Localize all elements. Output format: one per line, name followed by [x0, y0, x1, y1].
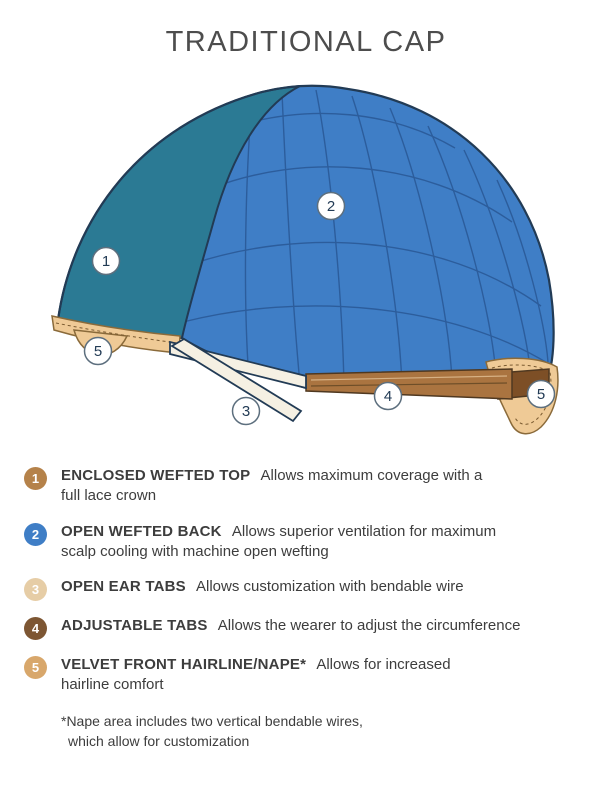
callout-4: 4: [373, 381, 403, 411]
callout-2-number: 2: [327, 198, 335, 215]
legend: 1 ENCLOSED WEFTED TOP Allows maximum cov…: [0, 466, 612, 751]
strap-stitch-light: [310, 375, 508, 381]
legend-number-badge-2: 2: [24, 522, 47, 546]
diagram-callouts: 1 2 3 4 5 5: [83, 191, 556, 426]
callout-1: 1: [91, 246, 121, 276]
weft-grid-lines: [182, 89, 550, 387]
callout-4-number: 4: [384, 388, 392, 405]
legend-description-4: Allows the wearer to adjust the circumfe…: [217, 617, 521, 634]
legend-text-4: ADJUSTABLE TABS Allows the wearer to adj…: [61, 616, 520, 636]
legend-item-velvet-front-hairline: 5 VELVET FRONT HAIRLINE/NAPE* Allows for…: [24, 655, 594, 696]
legend-description-5-cont: hairline comfort: [61, 676, 164, 694]
legend-description-2: Allows superior ventilation for maximum: [231, 522, 497, 540]
legend-label-4: ADJUSTABLE TABS: [61, 617, 208, 634]
page-title: TRADITIONAL CAP: [165, 26, 447, 58]
legend-item-adjustable-tabs: 4 ADJUSTABLE TABS Allows the wearer to a…: [24, 616, 594, 640]
legend-text-2: OPEN WEFTED BACK Allows superior ventila…: [61, 522, 496, 563]
legend-number-badge-5: 5: [24, 656, 47, 679]
legend-number-4: 4: [31, 621, 40, 636]
callout-2: 2: [316, 191, 346, 221]
legend-number-5: 5: [31, 660, 40, 675]
legend-text-1: ENCLOSED WEFTED TOP Allows maximum cover…: [61, 466, 482, 507]
legend-item-open-wefted-back: 2 OPEN WEFTED BACK Allows superior venti…: [24, 522, 594, 563]
legend-label-2: OPEN WEFTED BACK: [61, 522, 222, 540]
legend-text-3: OPEN EAR TABS Allows customization with …: [61, 577, 464, 597]
velvet-front-stitching: [55, 322, 178, 344]
footnote-line-1: *Nape area includes two vertical bendabl…: [61, 712, 363, 729]
footnote-line-2: which allow for customization: [68, 732, 250, 749]
legend-number-badge-4: 4: [24, 617, 47, 640]
legend-label-5: VELVET FRONT HAIRLINE/NAPE*: [61, 656, 307, 673]
callout-5-left-number: 5: [94, 343, 102, 360]
legend-item-open-ear-tabs: 3 OPEN EAR TABS Allows customization wit…: [24, 577, 594, 601]
legend-description-3: Allows customization with bendable wire: [196, 578, 464, 595]
legend-label-1: ENCLOSED WEFTED TOP: [61, 467, 251, 484]
callout-5-right: 5: [526, 379, 556, 409]
legend-text-5: VELVET FRONT HAIRLINE/NAPE* Allows for i…: [61, 655, 451, 696]
legend-number-1: 1: [31, 471, 40, 486]
callout-3-number: 3: [242, 403, 250, 420]
callout-5-right-number: 5: [537, 386, 545, 403]
legend-number-badge-3: 3: [24, 578, 47, 601]
wig-cap-diagram: 1 2 3 4 5 5: [51, 84, 559, 435]
strap-stitch-dark: [310, 382, 508, 387]
legend-description-5: Allows for increased: [316, 656, 451, 673]
footnote: *Nape area includes two vertical bendabl…: [61, 711, 594, 752]
callout-3: 3: [231, 396, 261, 426]
legend-number-badge-1: 1: [24, 467, 47, 490]
legend-description-1: Allows maximum coverage with a: [260, 467, 483, 484]
legend-label-3: OPEN EAR TABS: [61, 578, 186, 595]
callout-5-left: 5: [83, 336, 113, 366]
legend-description-2-cont: scalp cooling with machine open wefting: [61, 542, 329, 560]
legend-number-3: 3: [31, 582, 40, 597]
ear-tab-lower: [170, 337, 303, 423]
legend-number-2: 2: [31, 526, 40, 542]
legend-item-enclosed-wefted-top: 1 ENCLOSED WEFTED TOP Allows maximum cov…: [24, 466, 594, 507]
wig-cap-illustration: [51, 84, 559, 435]
legend-description-1-cont: full lace crown: [61, 487, 157, 505]
callout-1-number: 1: [102, 253, 110, 270]
